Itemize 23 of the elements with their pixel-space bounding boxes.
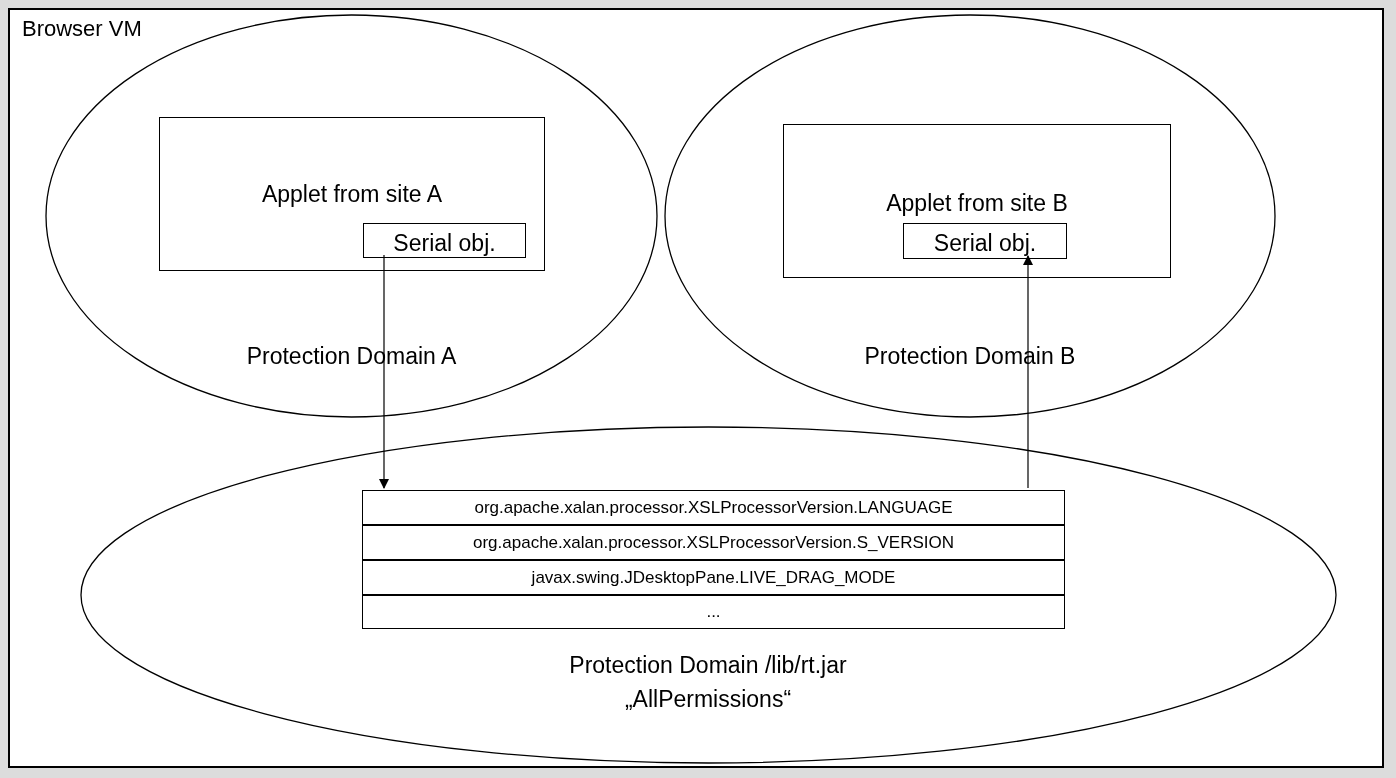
node-label: Protection Domain /lib/rt.jar „AllPermissions“ <box>568 651 848 714</box>
vm-frame <box>8 8 1384 768</box>
arrow <box>1023 255 1033 489</box>
arrow <box>379 254 389 489</box>
node-label: Applet from site A <box>260 180 444 209</box>
node-label: org.apache.xalan.processor.XSLProcessorVersion.S_VERSION <box>473 531 954 554</box>
table-row <box>362 525 1065 560</box>
node-label: Browser VM <box>22 15 142 43</box>
node-label: Serial obj. <box>392 229 497 258</box>
object-box <box>363 223 526 258</box>
node-label: Applet from site B <box>885 189 1069 218</box>
node-label: org.apache.xalan.processor.XSLProcessorVersion.LANGUAGE <box>474 496 953 519</box>
table-row <box>362 560 1065 595</box>
object-box <box>903 223 1067 259</box>
domain-ellipse <box>80 426 1337 764</box>
node-label: ... <box>706 601 721 623</box>
applet-box <box>159 117 545 271</box>
table-row <box>362 490 1065 525</box>
node-label: javax.swing.JDesktopPane.LIVE_DRAG_MODE <box>531 566 896 589</box>
applet-box <box>783 124 1171 278</box>
table-row <box>362 595 1065 629</box>
node-label: Serial obj. <box>932 229 1038 258</box>
domain-ellipse <box>664 14 1276 418</box>
